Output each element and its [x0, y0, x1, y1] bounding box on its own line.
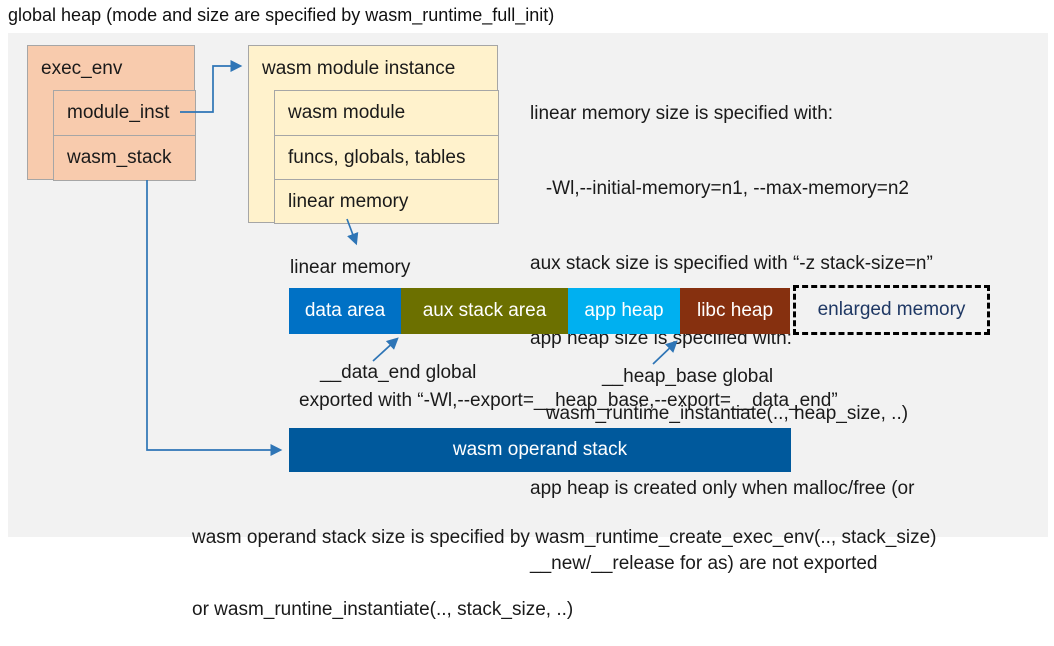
module-instance-row-wasm-module: wasm module — [274, 90, 499, 136]
enlarged-memory-label: enlarged memory — [817, 299, 966, 320]
module-instance-header: wasm module instance — [262, 57, 456, 79]
exec-env-row-module-inst: module_inst — [53, 90, 196, 136]
note-line: aux stack size is specified with “-z sta… — [530, 253, 933, 274]
exec-env-header: exec_env — [41, 57, 123, 79]
note-line: -Wl,--initial-memory=n1, --max-memory=n2 — [530, 178, 909, 199]
footer-line: or wasm_runtine_instantiate(.., stack_si… — [192, 599, 574, 620]
memory-segment-aux-stack-area: aux stack area — [401, 288, 568, 334]
wasm-operand-stack-bar: wasm operand stack — [289, 428, 791, 472]
enlarged-memory-box: enlarged memory — [793, 285, 990, 335]
note-line: app heap is created only when malloc/fre… — [530, 478, 915, 499]
linear-memory-label: linear memory — [290, 257, 411, 278]
exec-env-box: exec_env module_inst wasm_stack — [27, 45, 196, 181]
export-flags-label: exported with “-Wl,--export=__heap_base,… — [299, 390, 838, 411]
linear-memory-bar: data area aux stack area app heap libc h… — [289, 288, 790, 334]
module-instance-row-linear-memory: linear memory — [274, 179, 499, 224]
wasm-operand-stack-label: wasm operand stack — [452, 439, 628, 460]
module-instance-row-funcs-globals-tables: funcs, globals, tables — [274, 135, 499, 180]
footer-line: wasm operand stack size is specified by … — [192, 527, 937, 548]
note-line: linear memory size is specified with: — [530, 103, 834, 124]
module-instance-box: wasm module instance wasm module funcs, … — [248, 45, 499, 224]
heap-base-global-label: __heap_base global — [602, 366, 774, 387]
memory-segment-data-area: data area — [289, 288, 401, 334]
exec-env-row-wasm-stack: wasm_stack — [53, 135, 196, 181]
memory-segment-app-heap: app heap — [568, 288, 680, 334]
page-title: global heap (mode and size are specified… — [8, 5, 555, 25]
footer-notes: wasm operand stack size is specified by … — [192, 478, 937, 646]
data-end-global-label: __data_end global — [320, 362, 477, 383]
note-line: wasm_runtime_instantiate(.., heap_size, … — [530, 403, 909, 424]
memory-segment-libc-heap: libc heap — [680, 288, 790, 334]
